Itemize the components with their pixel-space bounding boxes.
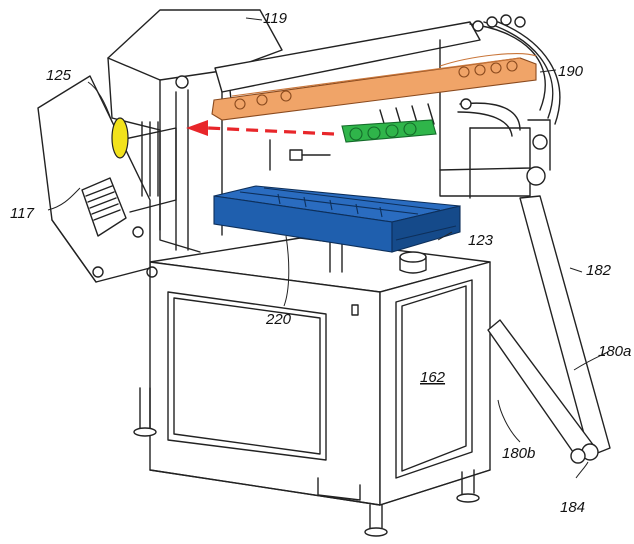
label-117: 117 (10, 205, 35, 222)
base-cabinet (149, 237, 491, 506)
blue-tray (213, 185, 461, 253)
yellow-disc (111, 117, 129, 159)
label-119: 119 (263, 10, 288, 27)
reference-labels: 119 125 190 117 123 182 220 180a 162 180… (10, 10, 631, 516)
swing-panel (37, 75, 189, 283)
label-162: 162 (420, 369, 446, 386)
label-125: 125 (46, 67, 72, 84)
dashed-arrow-left-icon (186, 120, 335, 136)
linkage-arm (487, 119, 611, 464)
label-180a: 180a (598, 343, 631, 360)
cables (379, 14, 561, 137)
label-180b: 180b (502, 445, 535, 462)
label-182: 182 (586, 262, 612, 279)
label-220: 220 (265, 311, 292, 328)
label-184: 184 (560, 499, 585, 516)
orange-bar (211, 53, 537, 121)
green-gripper (341, 119, 437, 143)
frame (159, 21, 531, 273)
leader-lines (47, 17, 609, 479)
label-123: 123 (468, 232, 494, 249)
legs (133, 387, 480, 537)
label-190: 190 (558, 63, 584, 80)
